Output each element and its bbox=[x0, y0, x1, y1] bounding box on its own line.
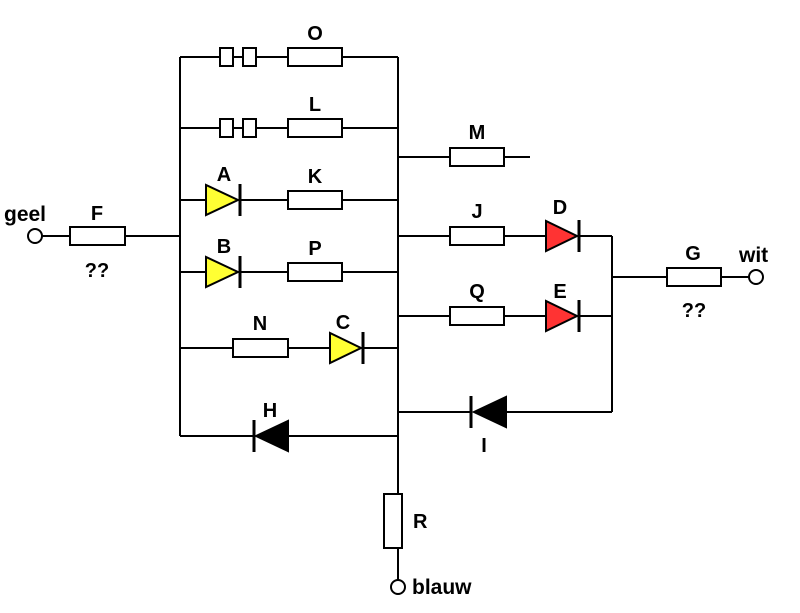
diode-e bbox=[545, 299, 581, 333]
resistor-label-r: R bbox=[413, 511, 428, 533]
resistor-label-q: Q bbox=[469, 281, 485, 303]
diode-label-i: I bbox=[481, 435, 487, 457]
diode-label-a: A bbox=[217, 164, 231, 186]
resistor-label-k: K bbox=[308, 166, 323, 188]
resistor-r bbox=[383, 493, 403, 549]
diode-label-h: H bbox=[263, 400, 277, 422]
resistor-label-g: G bbox=[685, 243, 701, 265]
resistor-g bbox=[666, 267, 722, 287]
terminal-label-wit: wit bbox=[738, 244, 768, 267]
resistor-label-l: L bbox=[309, 94, 321, 116]
resistor-j bbox=[449, 226, 505, 246]
resistor-label-o: O bbox=[307, 23, 323, 45]
diode-b bbox=[205, 255, 242, 289]
resistor-f bbox=[69, 226, 126, 246]
resistor-o bbox=[287, 47, 343, 67]
terminal-geel bbox=[27, 228, 43, 244]
resistor-p bbox=[287, 262, 343, 282]
diode-c bbox=[329, 331, 365, 365]
diode-label-d: D bbox=[553, 197, 567, 219]
resistor-label-j: J bbox=[471, 201, 482, 223]
wires bbox=[42, 56, 749, 580]
diode-label-b: B bbox=[217, 236, 231, 258]
diode-label-c: C bbox=[336, 312, 350, 334]
capacitor-row-l bbox=[219, 118, 257, 138]
terminal-wit bbox=[748, 269, 764, 285]
unknown-mark-f: ?? bbox=[85, 260, 109, 282]
resistor-m bbox=[449, 147, 505, 167]
terminal-blauw bbox=[390, 579, 406, 595]
diode-label-e: E bbox=[553, 281, 566, 303]
resistor-label-p: P bbox=[308, 238, 321, 260]
diode-i bbox=[469, 395, 507, 429]
terminal-label-geel: geel bbox=[4, 203, 46, 226]
diode-h bbox=[252, 419, 289, 453]
resistor-q bbox=[449, 306, 505, 326]
resistor-n bbox=[232, 338, 289, 358]
capacitor-row-o bbox=[219, 47, 257, 67]
resistor-k bbox=[287, 190, 343, 210]
terminal-label-blauw: blauw bbox=[412, 576, 472, 599]
resistor-l bbox=[287, 118, 343, 138]
diode-d bbox=[545, 219, 581, 253]
resistor-label-m: M bbox=[469, 122, 486, 144]
resistor-label-f: F bbox=[91, 203, 103, 225]
unknown-mark-g: ?? bbox=[682, 300, 706, 322]
resistor-label-n: N bbox=[253, 313, 267, 335]
diode-a bbox=[205, 183, 242, 217]
